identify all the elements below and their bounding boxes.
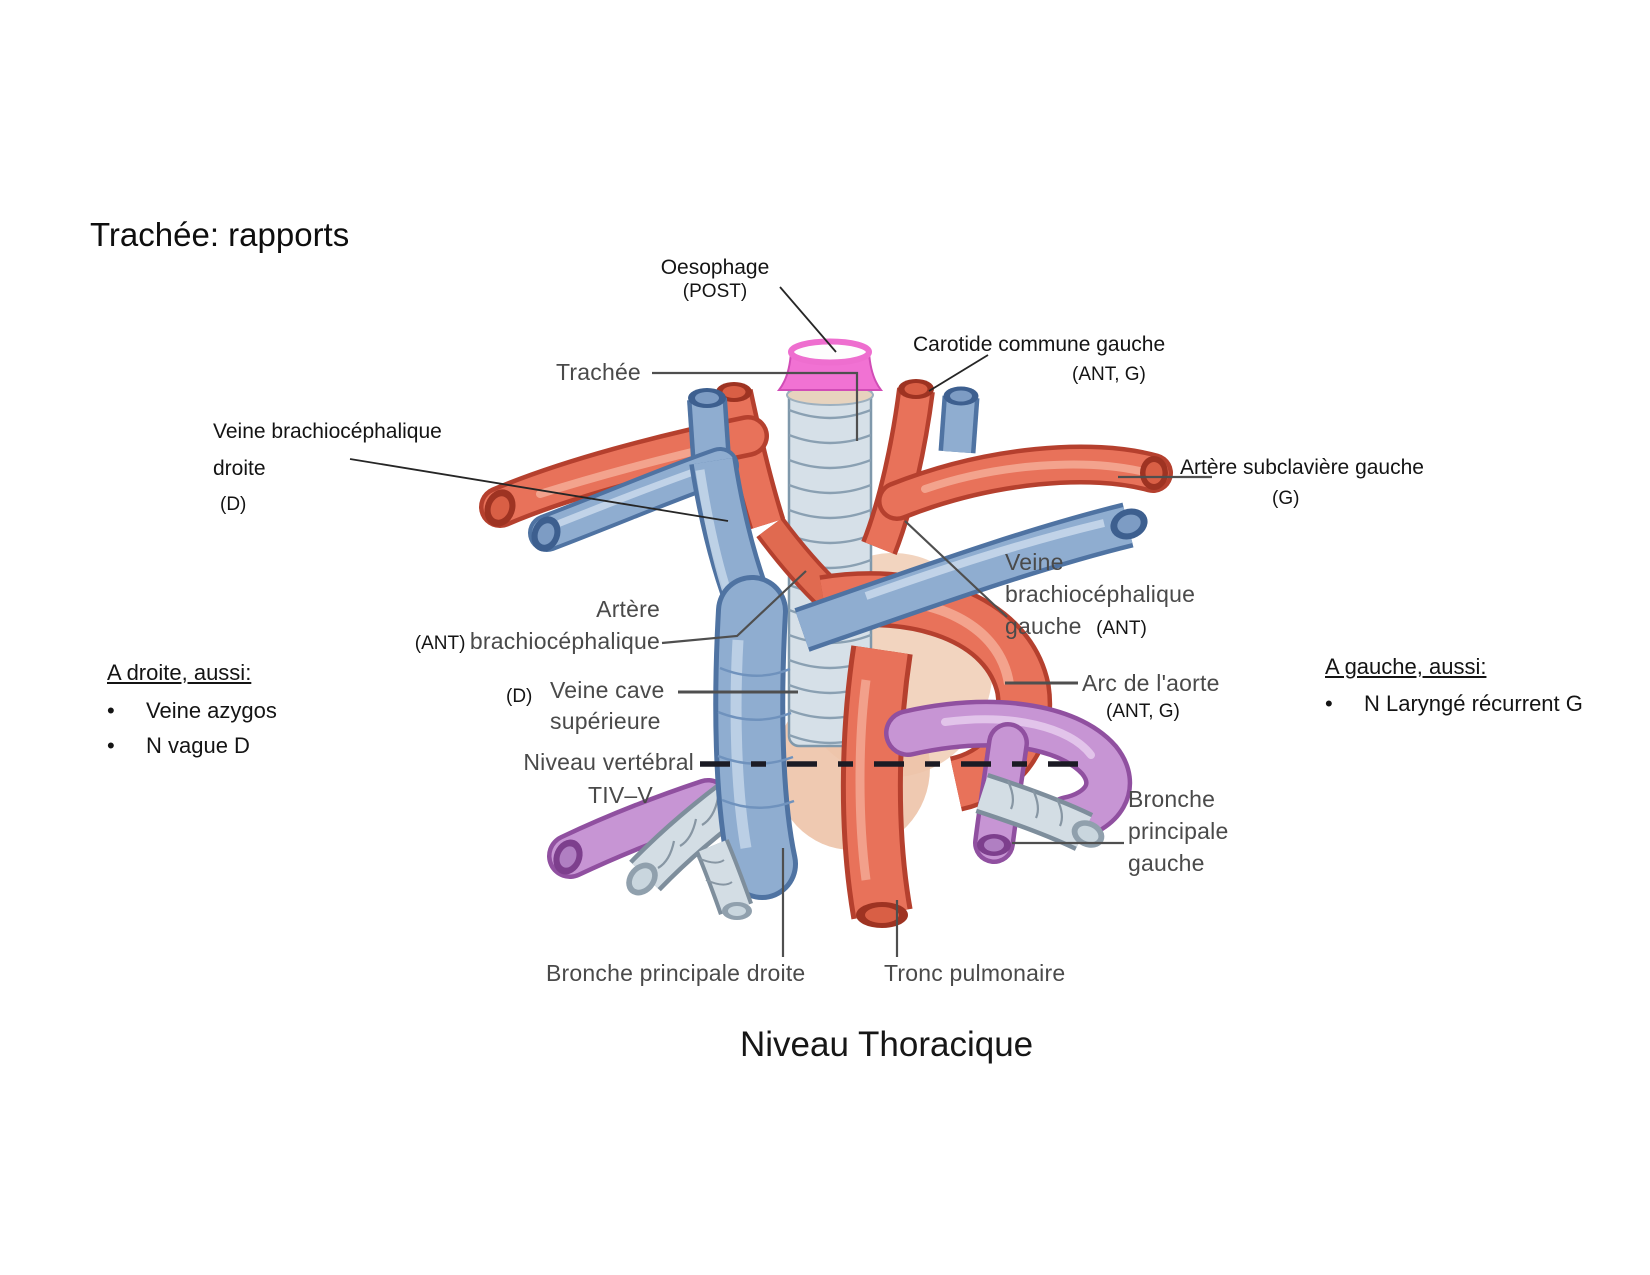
leader-lines [652,371,1212,957]
label-veine-brachio-droite: Veine brachiocéphalique droite (D) [213,420,442,515]
label-artere-brachio: Artère (ANT) brachiocéphalique [380,597,660,655]
label-bronche-gauche-l3: gauche [1128,850,1205,877]
label-carotide: Carotide commune gauche [913,333,1166,356]
note-a-droite: A droite, aussi: • Veine azygos • N vagu… [107,660,277,759]
left-brachiocephalic-vein-graphic [794,502,1134,652]
note-item-text: N Laryngé récurrent G [1364,691,1583,717]
label-bronche-gauche: Bronche principale gauche [1128,786,1229,877]
label-niveau-vertebral-l1: Niveau vertébral [523,749,694,775]
label-veine-brachio-gauche-pos: (ANT) [1096,618,1147,640]
label-niveau-vertebral-l2: TIV–V [588,782,653,808]
label-veine-brachio-droite-l1: Veine brachiocéphalique [213,420,442,443]
label-veine-brachio-gauche-l3: gauche (ANT) [1005,614,1195,640]
label-bronche-gauche-l1: Bronche [1128,786,1216,812]
label-oesophage: Oesophage (POST) [640,256,790,303]
label-oesophage-text: Oesophage [660,256,770,279]
jugular-veins-graphic [687,395,980,460]
label-artere-brachio-l2: (ANT) brachiocéphalique [380,629,660,655]
page-title: Trachée: rapports [90,216,350,253]
label-arc-aorte: Arc de l'aorte [1082,670,1220,696]
label-veine-brachio-gauche: Veine brachiocéphalique gauche (ANT) [1005,550,1195,640]
esophagus-graphic [776,338,884,391]
label-bronche-gauche-l2: principale [1128,818,1229,845]
note-item-text: Veine azygos [146,698,277,724]
label-veine-cave-l2: supérieure [550,708,661,735]
label-artere-subclaviere: Artère subclavière gauche [1180,456,1424,479]
note-a-droite-heading: A droite, aussi: [107,660,252,685]
label-artere-subclaviere-pos: (G) [1272,488,1300,509]
note-a-gauche: A gauche, aussi: • N Laryngé récurrent G [1325,654,1583,718]
list-item: • N vague D [107,733,277,759]
label-veine-brachio-droite-l2: droite [213,456,266,480]
label-veine-brachio-droite-pos: (D) [220,493,247,515]
note-a-gauche-heading: A gauche, aussi: [1325,654,1487,679]
figure-caption: Niveau Thoracique [740,1025,1034,1064]
label-oesophage-pos: (POST) [682,280,748,302]
carotid-arteries-graphic [715,387,935,555]
note-item-text: N vague D [146,732,250,758]
list-item: • Veine azygos [107,698,277,724]
label-carotide-pos: (ANT, G) [1072,364,1146,385]
label-artere-brachio-l1: Artère [596,596,660,622]
superior-vena-cava-graphic [713,575,798,900]
label-arc-aorte-pos: (ANT, G) [1106,701,1180,722]
label-veine-cave-l1: Veine cave [550,677,665,703]
pulmonary-trunk-graphic [840,645,913,920]
bullet-icon: • [1325,691,1333,717]
label-tronc-pulmonaire: Tronc pulmonaire [884,960,1066,986]
list-item: • N Laryngé récurrent G [1325,691,1583,717]
annotation-lines [349,286,989,522]
label-veine-brachio-gauche-l1: Veine [1005,549,1064,575]
label-bronche-droite: Bronche principale droite [546,960,806,986]
label-veine-brachio-gauche-name3: gauche [1005,613,1082,640]
label-veine-brachio-gauche-l2: brachiocéphalique [1005,581,1196,608]
bullet-icon: • [107,732,115,758]
label-trachee: Trachée [556,359,641,385]
label-veine-cave: Veine cave supérieure [550,678,665,733]
label-artere-brachio-pos: (ANT) [414,633,466,655]
label-veine-cave-pos: (D) [506,686,533,707]
bullet-icon: • [107,698,115,724]
label-artere-brachio-name2: brachiocéphalique [469,628,660,655]
bronchus-stub-graphic [695,839,753,915]
